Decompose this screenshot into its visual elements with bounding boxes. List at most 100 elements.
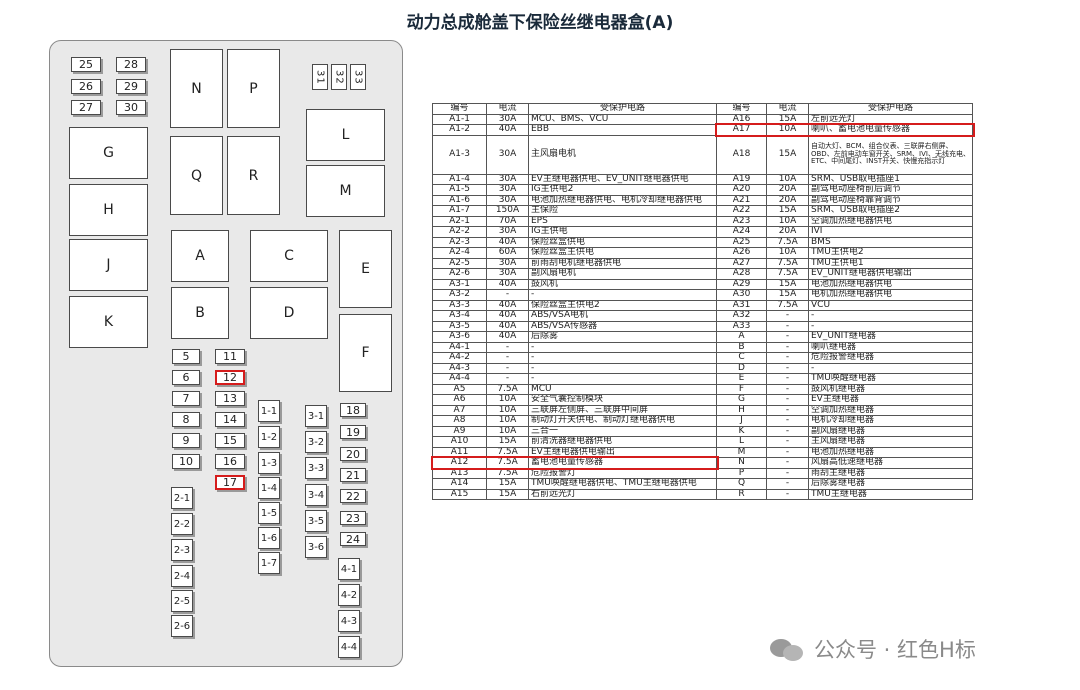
table-cell: 7.5A (766, 268, 809, 280)
table-header-cell: 受保护电路 (808, 103, 973, 115)
table-row: A4-1--B-喇叭继电器 (432, 341, 973, 353)
fuse-13: 13 (215, 391, 245, 406)
table-header-cell: 编号 (432, 103, 487, 115)
fuse-3-4: 3-4 (305, 484, 327, 506)
table-cell: - (766, 415, 809, 427)
table-cell: TMU主继电器 (808, 488, 973, 500)
table-cell: 电池加热继电器 (808, 446, 973, 458)
table-cell: 40A (486, 124, 529, 136)
table-cell: 30A (486, 113, 529, 125)
table-cell: A22 (716, 205, 767, 217)
table-cell: H (716, 404, 767, 416)
table-cell: 副风扇电机 (528, 268, 717, 280)
table-cell: - (486, 362, 529, 374)
table-cell: 电池加热继电器供电 (808, 278, 973, 290)
table-cell: 40A (486, 310, 529, 322)
fuse-2-3: 2-3 (171, 539, 193, 561)
table-cell: 电机加热继电器供电 (808, 289, 973, 301)
table-cell: A2-4 (432, 247, 487, 259)
table-cell: N (716, 457, 767, 469)
table-cell: 10A (766, 124, 809, 136)
table-cell: EPS (528, 215, 717, 227)
relay-E: E (339, 230, 392, 308)
fuse-10: 10 (172, 454, 200, 469)
relay-K: K (69, 296, 148, 348)
fuse-4-2: 4-2 (338, 584, 360, 606)
table-cell: R (716, 488, 767, 500)
fuse-28: 28 (116, 57, 146, 72)
table-cell: 7.5A (766, 299, 809, 311)
table-cell: 20A (766, 184, 809, 196)
table-cell: 7.5A (486, 383, 529, 395)
relay-C: C (250, 230, 328, 282)
table-cell: - (766, 457, 809, 469)
table-cell: 电机冷却继电器 (808, 415, 973, 427)
table-cell: EV主继电器供电、EV_UNIT继电器供电 (528, 173, 717, 185)
relay-N: N (170, 49, 223, 128)
table-cell: - (766, 320, 809, 332)
table-cell: E (716, 373, 767, 385)
table-cell: 安全气囊控制模块 (528, 394, 717, 406)
table-cell: A32 (716, 310, 767, 322)
fuse-4-4: 4-4 (338, 636, 360, 658)
table-cell: A23 (716, 215, 767, 227)
fuse-31: 31 (312, 64, 328, 90)
relay-L: L (306, 109, 385, 161)
table-cell: 10A (486, 404, 529, 416)
table-cell: B (716, 341, 767, 353)
table-cell: P (716, 467, 767, 479)
table-cell: 40A (486, 320, 529, 332)
table-cell: 20A (766, 194, 809, 206)
table-cell: - (486, 341, 529, 353)
table-cell: A8 (432, 415, 487, 427)
fuse-1-3: 1-3 (258, 452, 280, 474)
table-cell: 雨刮主继电器 (808, 467, 973, 479)
table-cell: 后除雾继电器 (808, 478, 973, 490)
table-cell: - (766, 478, 809, 490)
table-header-cell: 编号 (716, 103, 767, 115)
table-cell: A21 (716, 194, 767, 206)
table-cell: 三合一 (528, 425, 717, 437)
table-cell: A1-5 (432, 184, 487, 196)
table-cell: 自动大灯、BCM、组合仪表、三联屏右侧屏、OBD、左前电动车窗开关、SRM、IV… (808, 134, 973, 175)
table-cell: 制动灯开关供电、制动灯继电器供电 (528, 415, 717, 427)
relay-A: A (171, 230, 229, 282)
table-cell: 10A (486, 415, 529, 427)
table-cell: A12 (432, 457, 487, 469)
table-cell: 40A (486, 299, 529, 311)
fuse-17: 17 (215, 475, 245, 490)
table-cell: IVI (808, 226, 973, 238)
table-cell: EV主继电器供电输出 (528, 446, 717, 458)
table-cell: 30A (486, 134, 529, 175)
table-cell: A2-1 (432, 215, 487, 227)
fuse-2-4: 2-4 (171, 565, 193, 587)
table-cell: IG主供电2 (528, 184, 717, 196)
table-cell: 7.5A (766, 257, 809, 269)
table-cell: - (528, 341, 717, 353)
table-cell: A16 (716, 113, 767, 125)
table-cell: A1-4 (432, 173, 487, 185)
table-cell: A4-3 (432, 362, 487, 374)
table-cell: 15A (766, 205, 809, 217)
fuse-26: 26 (71, 79, 101, 94)
fuse-1-1: 1-1 (258, 400, 280, 422)
table-cell: - (766, 446, 809, 458)
table-cell: A1-3 (432, 134, 487, 175)
table-cell: 20A (766, 226, 809, 238)
table-cell: EV_UNIT继电器供电输出 (808, 268, 973, 280)
watermark: 公众号 · 红色H标 (770, 634, 976, 664)
table-cell: 10A (766, 247, 809, 259)
table-cell: TMU主供电1 (808, 257, 973, 269)
table-header: 编号电流受保护电路编号电流受保护电路 (432, 103, 973, 115)
fuse-25: 25 (71, 57, 101, 72)
table-cell: 10A (486, 425, 529, 437)
table-cell: - (766, 488, 809, 500)
fuse-27: 27 (71, 100, 101, 115)
